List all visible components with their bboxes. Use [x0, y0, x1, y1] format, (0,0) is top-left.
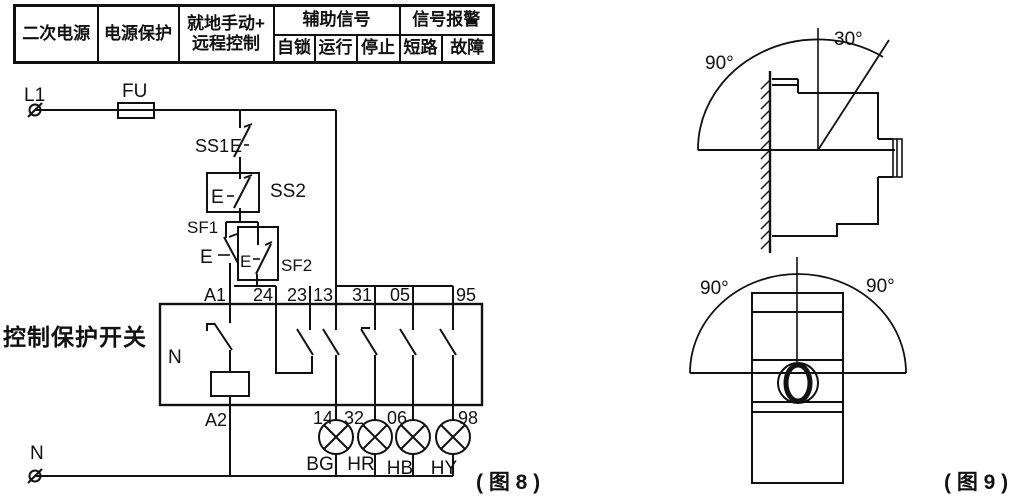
- label-terminal-06: 06: [387, 408, 407, 428]
- label-sf1-e: E: [200, 247, 213, 268]
- legend-table: 二次电源 电源保护 就地手动+ 远程控制 辅助信号 信号报警 自锁 运行 停止 …: [13, 4, 495, 64]
- label-terminal-23: 23: [287, 285, 307, 305]
- legend-local-remote-line1: 就地手动+: [187, 13, 265, 33]
- label-ss1-e: E: [230, 136, 242, 156]
- label-ss2-e: E: [211, 187, 224, 208]
- legend-power-protection: 电源保护: [96, 4, 180, 64]
- contact-13-14: [322, 304, 340, 420]
- fig9-top-angle-right: 30°: [834, 29, 863, 50]
- fig9-side-view: [697, 28, 903, 253]
- knob-symbol: [777, 362, 819, 404]
- label-terminal-95: 95: [456, 285, 476, 305]
- lamp-bg-symbol: [318, 419, 354, 476]
- contact-23-24: [275, 304, 314, 374]
- legend-fault: 故障: [440, 33, 495, 64]
- fig8-caption: ( 图 8 ): [476, 471, 540, 494]
- ss1-switch-symbol: [233, 123, 253, 173]
- legend-aux-signal: 辅助信号: [272, 4, 401, 36]
- fig9-caption: ( 图 9 ): [944, 471, 1008, 494]
- label-lamp-hy: HY: [431, 458, 458, 479]
- label-terminal-a1: A1: [204, 285, 226, 305]
- legend-self-lock: 自锁: [272, 33, 316, 64]
- legend-stop: 停止: [355, 33, 401, 64]
- legend-local-remote-line2: 远程控制: [192, 34, 260, 53]
- label-ss2: SS2: [270, 181, 306, 202]
- fig9-top-angle-left: 90°: [705, 53, 734, 74]
- legend-secondary-power: 二次电源: [13, 4, 99, 64]
- label-n: N: [30, 443, 44, 464]
- terminal-n-symbol: [27, 468, 43, 484]
- label-terminal-31: 31: [352, 285, 372, 305]
- fig9-bottom-angle-left: 90°: [700, 278, 729, 299]
- device-front-outline: [751, 292, 844, 484]
- legend-signal-alarm: 信号报警: [398, 4, 495, 36]
- label-terminal-a2: A2: [205, 410, 227, 430]
- contact-05-06: [399, 304, 417, 420]
- label-device: 控制保护开关: [3, 324, 147, 350]
- sf1-switch-symbol: [218, 233, 239, 304]
- sf2-switch-symbol: [237, 222, 279, 286]
- lamp-hb-symbol: [395, 419, 431, 476]
- coil-symbol: [210, 371, 250, 397]
- label-l1: L1: [24, 85, 45, 106]
- fig9-bottom-angle-right: 90°: [866, 276, 895, 297]
- legend-local-remote: 就地手动+ 远程控制: [177, 4, 275, 64]
- label-terminal-24: 24: [253, 285, 273, 305]
- legend-short-circuit: 短路: [398, 33, 443, 64]
- fig8-wiring: [27, 102, 484, 484]
- label-terminal-32: 32: [344, 408, 364, 428]
- label-sf2-e: E: [240, 252, 251, 271]
- label-fu: FU: [122, 81, 147, 102]
- coil-branch: [206, 304, 250, 476]
- label-sf1: SF1: [187, 218, 218, 237]
- label-lamp-hb: HB: [387, 458, 413, 479]
- lamp-hy-symbol: [435, 419, 471, 476]
- label-terminal-05: 05: [390, 285, 410, 305]
- label-sf2: SF2: [281, 256, 312, 275]
- label-device-n: N: [168, 347, 182, 368]
- label-terminal-98: 98: [458, 408, 478, 428]
- contact-95-98: [439, 304, 457, 420]
- label-terminal-13: 13: [313, 285, 333, 305]
- contact-31-32: [360, 304, 378, 420]
- wall-hatch: [760, 71, 772, 253]
- label-terminal-14: 14: [313, 408, 333, 428]
- ss2-switch-symbol: [206, 172, 260, 222]
- device-side-profile: [772, 78, 903, 237]
- label-ss1: SS1: [195, 136, 229, 156]
- fig9-front-view: [689, 257, 907, 484]
- label-lamp-hr: HR: [347, 454, 374, 475]
- terminal-l1-symbol: [27, 102, 43, 118]
- lamp-hr-symbol: [357, 419, 393, 476]
- cps-box: [158, 302, 484, 407]
- label-lamp-bg: BG: [306, 454, 333, 475]
- legend-run: 运行: [313, 33, 358, 64]
- fuse-symbol: [117, 102, 155, 119]
